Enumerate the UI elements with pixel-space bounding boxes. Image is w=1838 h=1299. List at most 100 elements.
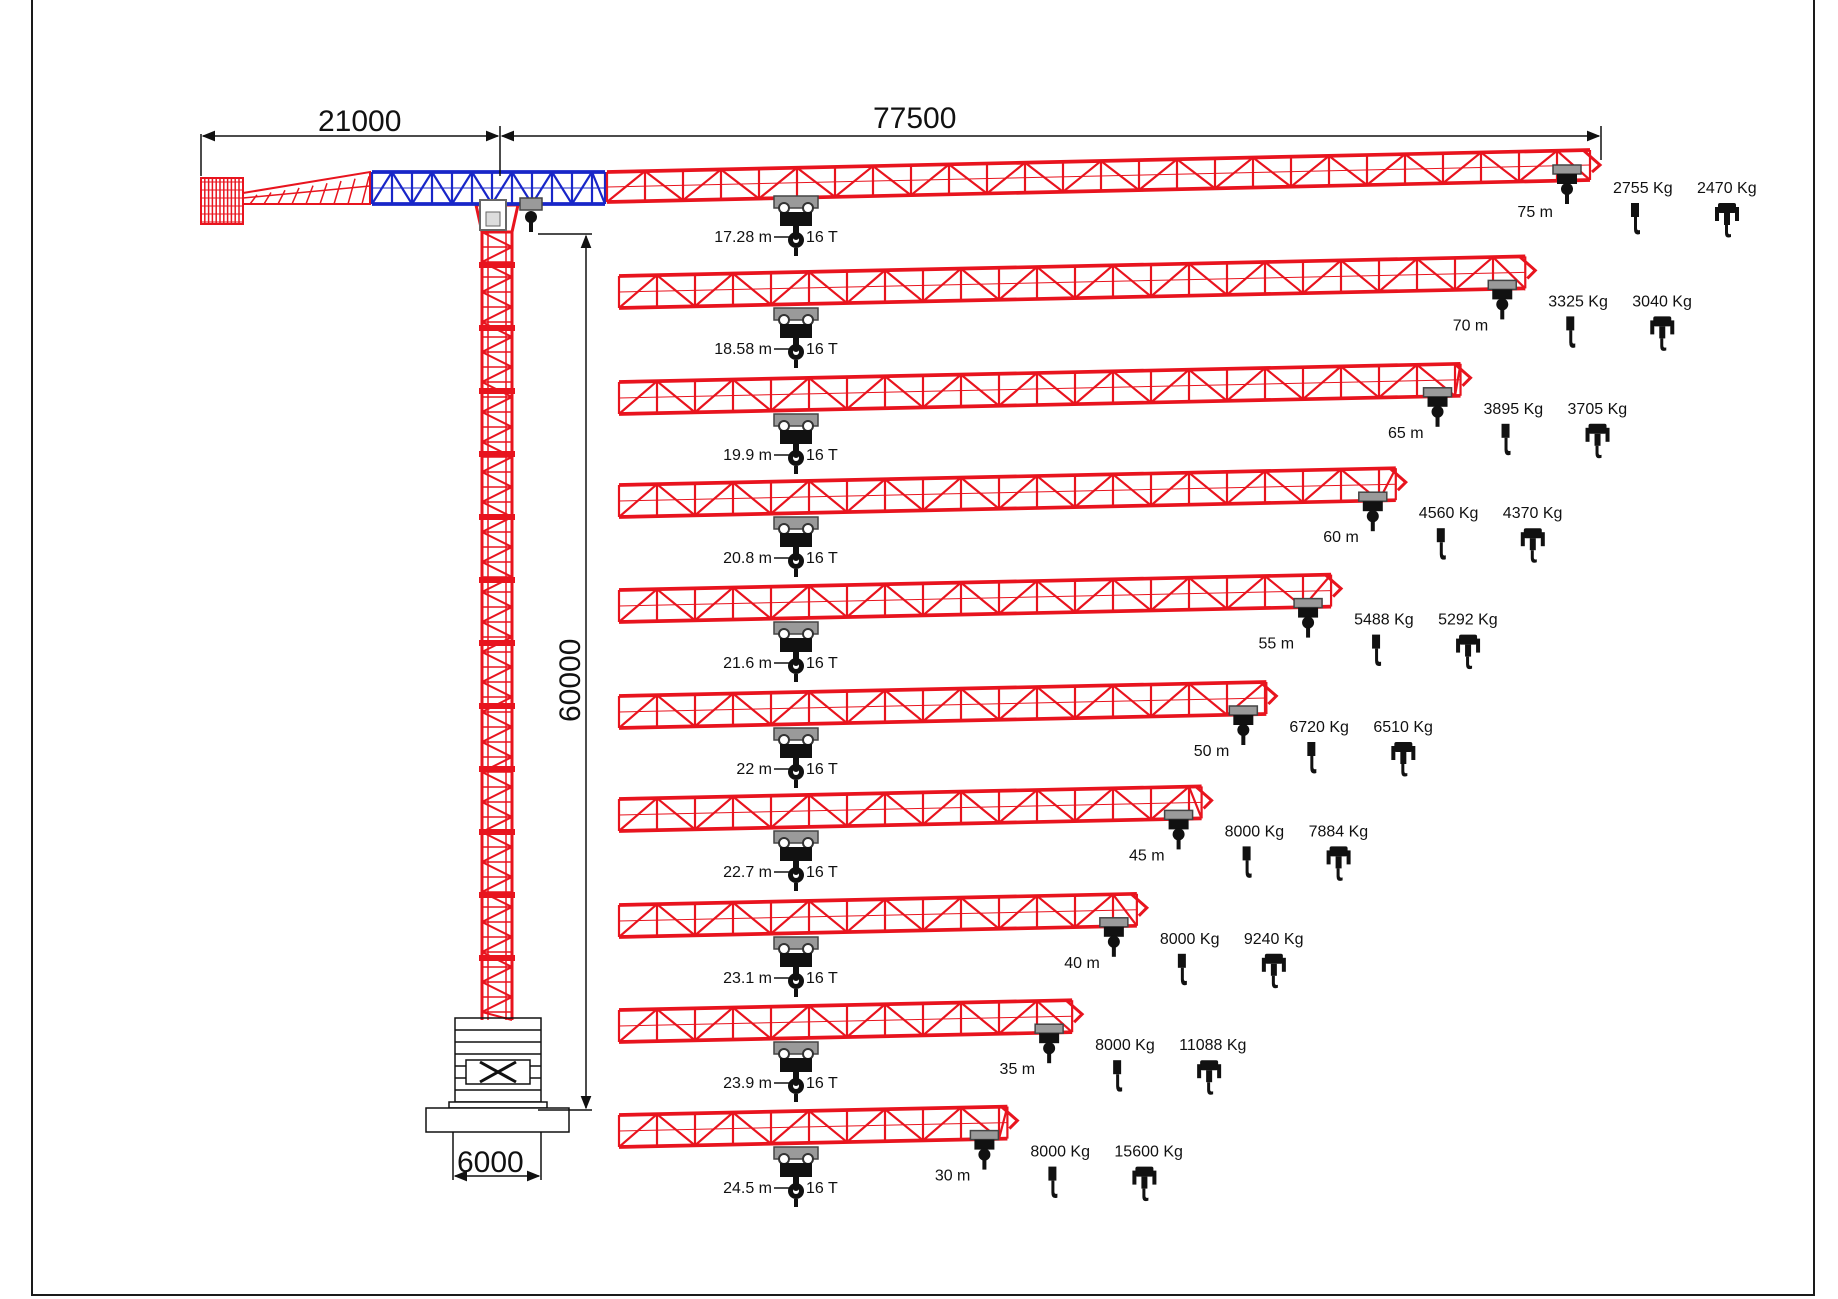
max-radius-label: 20.8 m bbox=[723, 550, 772, 567]
max-load-trolley bbox=[773, 413, 819, 475]
jib-config-55: 21.6 m 16 T 55 m 5488 Kg 5292 Kg bbox=[617, 572, 1498, 683]
max-load-label: 16 T bbox=[806, 761, 838, 778]
tower-mast bbox=[474, 203, 520, 1021]
max-load-label: 16 T bbox=[806, 655, 838, 672]
single-hook-icon bbox=[1372, 634, 1382, 667]
double-hook-icon bbox=[1456, 634, 1481, 670]
slewing-unit bbox=[479, 197, 543, 232]
double-hook-icon bbox=[1326, 846, 1351, 881]
radius-label: 50 m bbox=[1194, 743, 1230, 760]
tip-trolley bbox=[1358, 491, 1388, 532]
radius-label: 35 m bbox=[1000, 1061, 1036, 1078]
tip-trolley bbox=[1163, 809, 1194, 851]
max-load-trolley bbox=[773, 307, 819, 369]
double-hook-icon bbox=[1715, 203, 1739, 238]
tip-load-2-label: 3705 Kg bbox=[1568, 401, 1628, 418]
tip-trolley bbox=[969, 1129, 1000, 1171]
radius-label: 40 m bbox=[1064, 955, 1100, 972]
tip-trolley bbox=[1422, 387, 1453, 428]
max-radius-label: 21.6 m bbox=[723, 655, 772, 672]
tip-trolley bbox=[1293, 597, 1323, 639]
tip-load-2-label: 6510 Kg bbox=[1373, 719, 1433, 736]
max-load-trolley bbox=[773, 830, 819, 892]
dim-base: 6000 bbox=[457, 1146, 524, 1179]
double-hook-icon bbox=[1650, 316, 1675, 351]
single-hook-icon bbox=[1177, 953, 1187, 986]
drawing-frame bbox=[31, 0, 1815, 1296]
single-hook-icon bbox=[1631, 203, 1640, 235]
max-load-label: 16 T bbox=[806, 1075, 838, 1092]
single-hook-icon bbox=[1501, 423, 1511, 456]
max-radius-label: 18.58 m bbox=[714, 341, 772, 358]
max-load-trolley bbox=[773, 195, 819, 257]
tip-load-1-label: 3895 Kg bbox=[1484, 401, 1544, 418]
tip-load-2-label: 4370 Kg bbox=[1503, 505, 1563, 522]
radius-label: 30 m bbox=[935, 1168, 971, 1185]
tip-load-1-label: 8000 Kg bbox=[1225, 823, 1285, 840]
max-radius-label: 19.9 m bbox=[723, 447, 772, 464]
tip-load-1-label: 8000 Kg bbox=[1095, 1037, 1155, 1054]
single-hook-icon bbox=[1113, 1060, 1123, 1092]
tip-load-2-label: 15600 Kg bbox=[1114, 1144, 1183, 1161]
single-hook-icon bbox=[1307, 742, 1317, 774]
tower-base bbox=[425, 1017, 570, 1180]
jib-config-70: 18.58 m 16 T 70 m 3325 Kg 3040 Kg bbox=[617, 254, 1692, 369]
single-hook-icon bbox=[1436, 528, 1446, 560]
tip-load-1-label: 3325 Kg bbox=[1548, 293, 1608, 310]
tip-trolley bbox=[1099, 917, 1129, 958]
max-radius-label: 22.7 m bbox=[723, 864, 772, 881]
single-hook-icon bbox=[1566, 316, 1576, 348]
tip-load-2-label: 3040 Kg bbox=[1632, 293, 1692, 310]
tip-load-2-label: 11088 Kg bbox=[1179, 1037, 1246, 1054]
tip-load-1-label: 8000 Kg bbox=[1160, 931, 1220, 948]
max-load-label: 16 T bbox=[806, 864, 838, 881]
double-hook-icon bbox=[1261, 953, 1286, 989]
dim-counter-jib: 21000 bbox=[318, 105, 401, 138]
max-load-trolley bbox=[773, 727, 819, 789]
counterweight bbox=[200, 177, 244, 225]
tip-load-1-label: 5488 Kg bbox=[1354, 612, 1414, 629]
max-load-trolley bbox=[773, 516, 819, 578]
max-load-trolley bbox=[773, 621, 819, 683]
jib-config-30: 24.5 m 16 T 30 m 8000 Kg 15600 Kg bbox=[617, 1104, 1183, 1208]
radius-label: 55 m bbox=[1258, 636, 1294, 653]
max-load-trolley bbox=[773, 1146, 819, 1208]
max-load-label: 16 T bbox=[806, 1180, 838, 1197]
tip-load-1-label: 4560 Kg bbox=[1419, 505, 1479, 522]
tip-load-1-label: 2755 Kg bbox=[1613, 180, 1673, 197]
max-radius-label: 24.5 m bbox=[723, 1180, 772, 1197]
max-load-label: 16 T bbox=[806, 550, 838, 567]
tip-load-1-label: 8000 Kg bbox=[1030, 1144, 1090, 1161]
max-load-label: 16 T bbox=[806, 341, 838, 358]
double-hook-icon bbox=[1391, 742, 1416, 777]
max-load-label: 16 T bbox=[806, 970, 838, 987]
tip-load-2-label: 9240 Kg bbox=[1244, 931, 1304, 948]
max-load-trolley bbox=[773, 936, 819, 998]
tip-trolley bbox=[1034, 1023, 1064, 1064]
max-radius-label: 23.1 m bbox=[723, 970, 772, 987]
dimension-lines bbox=[200, 126, 1602, 1182]
double-hook-icon bbox=[1585, 423, 1610, 459]
jib-config-60: 20.8 m 16 T 60 m 4560 Kg 4370 Kg bbox=[617, 466, 1563, 578]
jib-config-40: 23.1 m 16 T 40 m 8000 Kg 9240 Kg bbox=[617, 891, 1304, 998]
double-hook-icon bbox=[1197, 1060, 1222, 1095]
max-load-label: 16 T bbox=[806, 229, 838, 246]
max-load-trolley bbox=[773, 1041, 819, 1103]
dim-jib: 77500 bbox=[873, 102, 956, 135]
radius-label: 70 m bbox=[1453, 317, 1489, 334]
dim-height: 60000 bbox=[554, 639, 587, 722]
tip-trolley bbox=[1228, 705, 1259, 746]
single-hook-icon bbox=[1048, 1166, 1058, 1199]
radius-label: 45 m bbox=[1129, 847, 1165, 864]
max-radius-label: 17.28 m bbox=[714, 229, 772, 246]
tip-trolley bbox=[1552, 164, 1582, 205]
tip-load-2-label: 5292 Kg bbox=[1438, 612, 1498, 629]
counter-jib bbox=[242, 170, 607, 206]
radius-label: 60 m bbox=[1323, 529, 1359, 546]
